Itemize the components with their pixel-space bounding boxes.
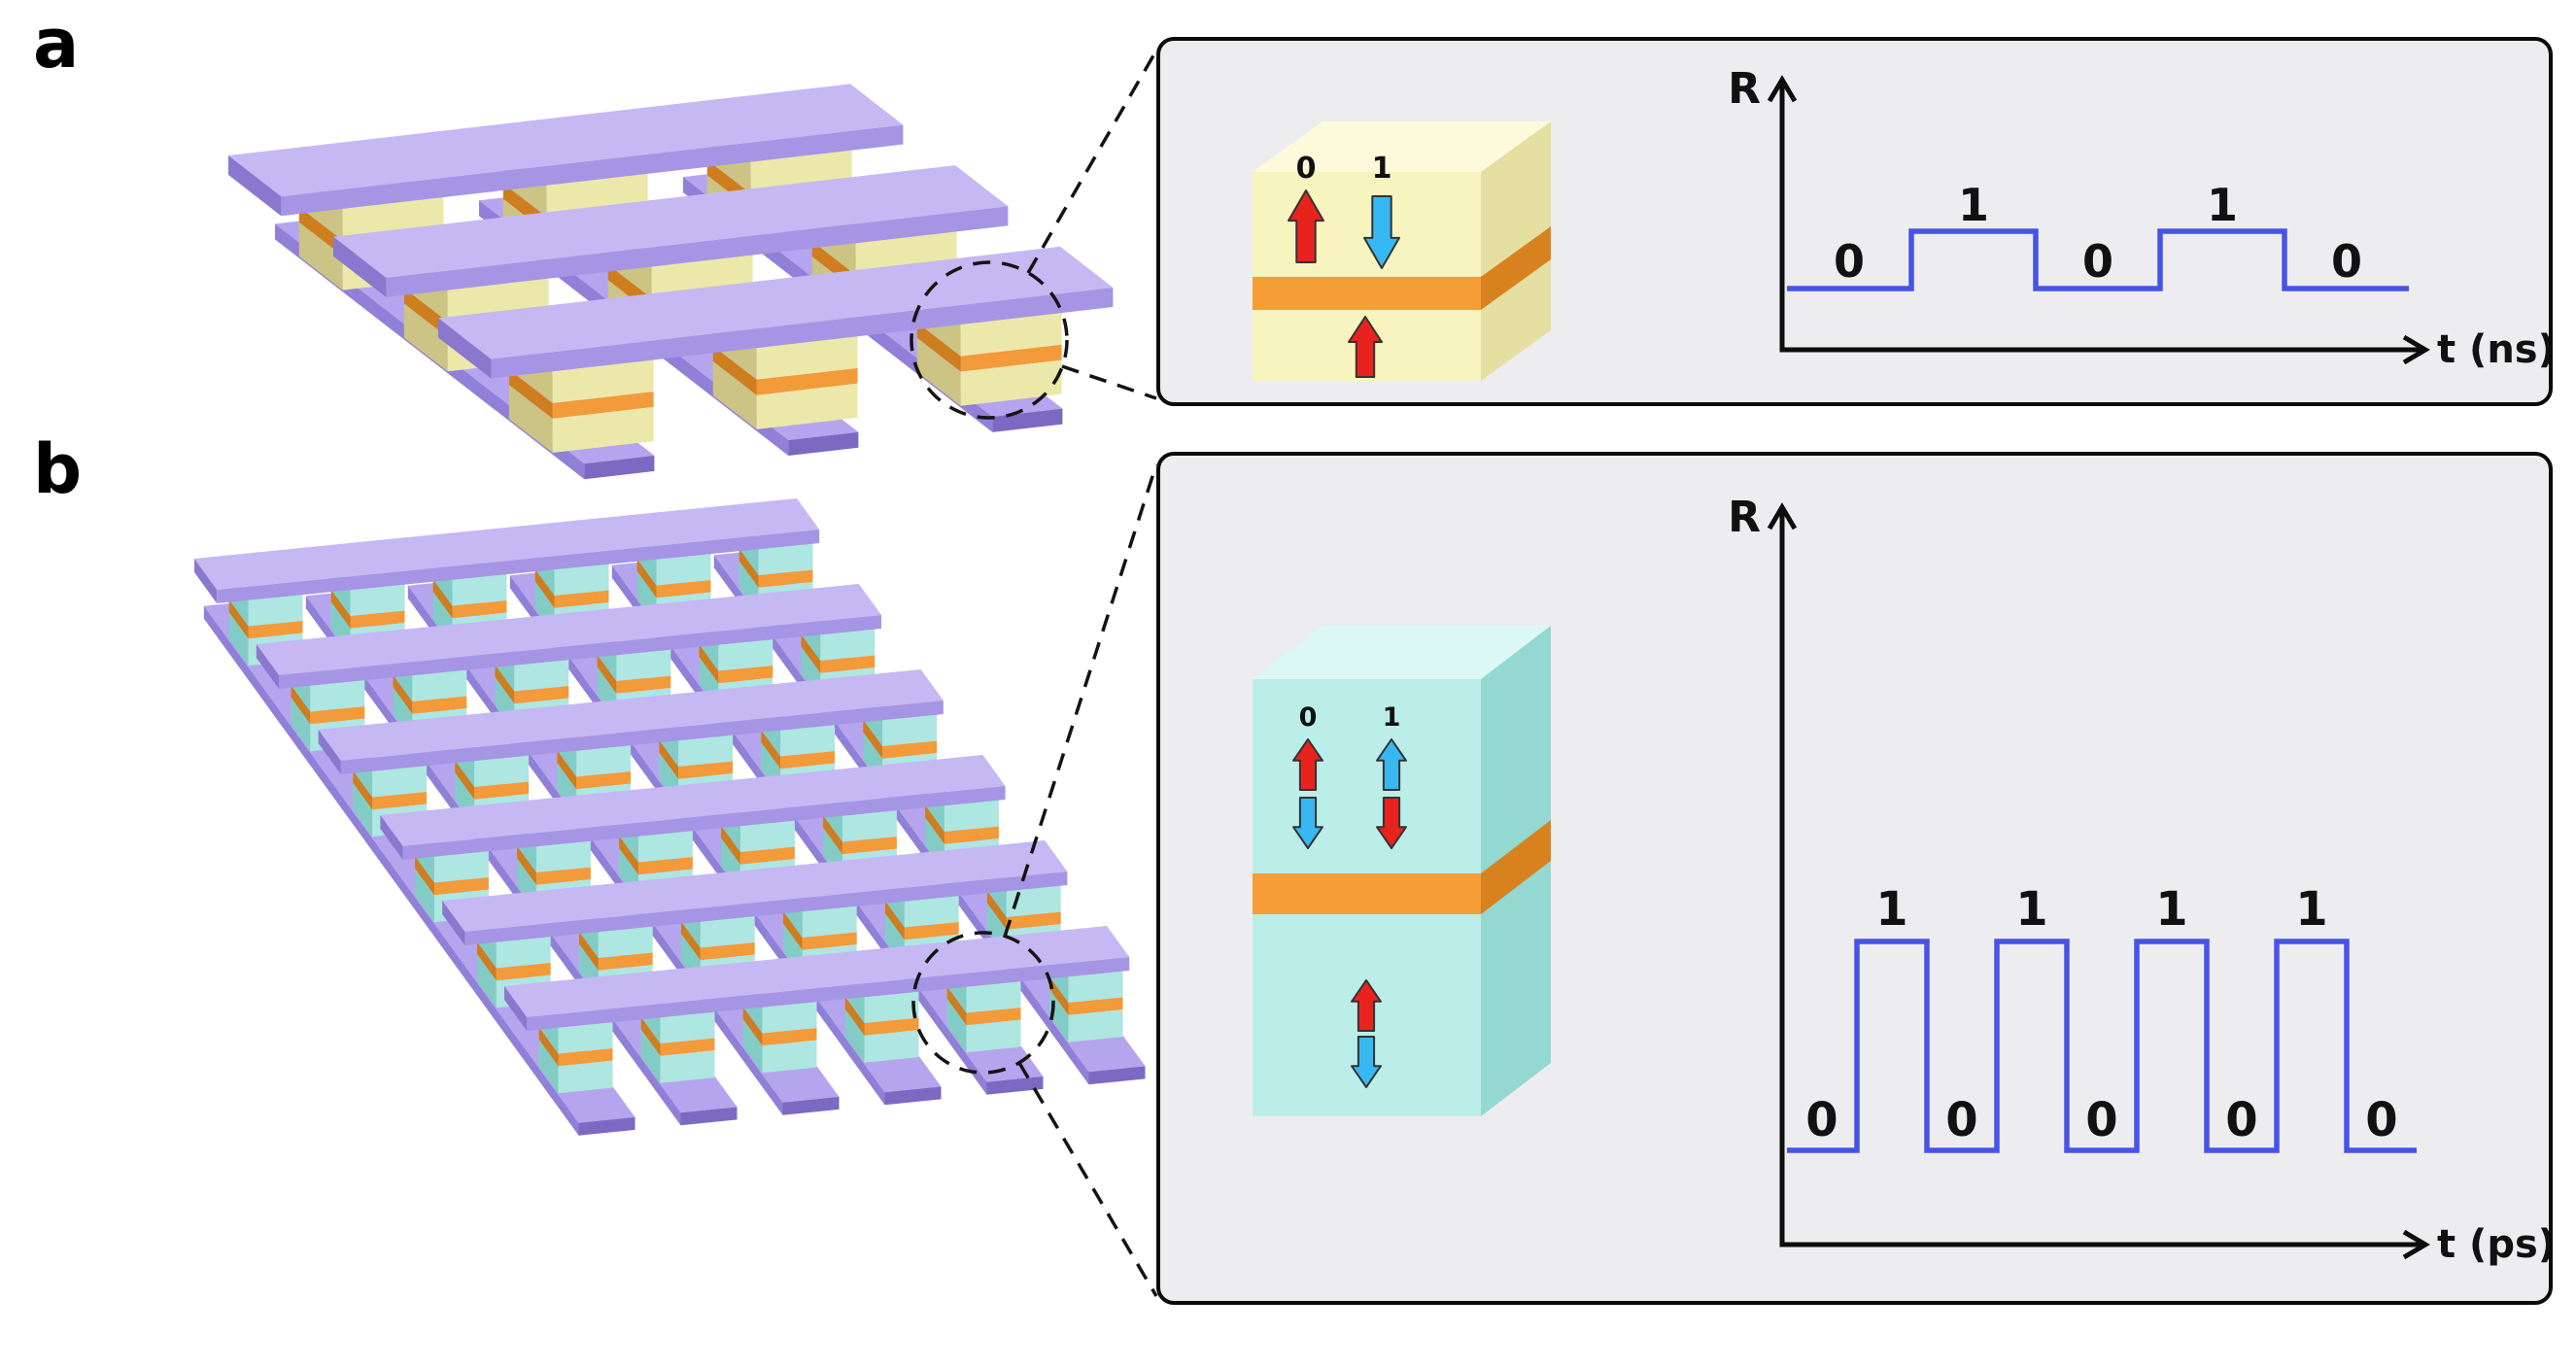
cube-b-barrier-side [1481, 820, 1551, 914]
crossbar-array-b [194, 498, 1146, 1136]
spin-up-arrow-icon [1288, 189, 1324, 263]
highlight-b [911, 463, 1158, 1297]
bit-label: 0 [1834, 235, 1865, 288]
graph-b-xaxis-arrowhead-icon [2402, 1229, 2430, 1260]
waveform-a: 0 1 0 1 0 [1787, 179, 2409, 291]
cube-b-top-face [1253, 626, 1551, 679]
square-wave [1787, 228, 2409, 291]
bit-label: 0 [1945, 1093, 1977, 1147]
memory-pillar [946, 958, 1021, 1053]
cube-a-barrier-front [1253, 277, 1481, 310]
highlight-circle-a [910, 260, 1069, 420]
crossbar-array-a [228, 84, 1114, 480]
word-line-bar [256, 584, 881, 689]
word-line-bar [333, 165, 1009, 297]
word-line-bar [504, 926, 1130, 1031]
reference-layer-spin-up-arrow-icon [1351, 979, 1382, 1032]
bit-label: 0 [2085, 1093, 2117, 1147]
leader-line-b-top [1003, 463, 1158, 938]
panel-a-label: a [33, 4, 80, 84]
bit-label: 1 [2015, 882, 2047, 937]
square-wave [1787, 939, 2417, 1153]
bit-label: 0 [2331, 235, 2362, 288]
word-line-bar [228, 84, 904, 217]
word-line-bar [442, 840, 1068, 945]
magnetization-arrows-b [1292, 738, 1407, 1088]
word-line-bar [194, 498, 820, 603]
state-0-label: 0 [1296, 152, 1317, 186]
graph-a-xaxis-arrowhead-icon [2402, 334, 2430, 365]
bit-label: 0 [2082, 235, 2113, 288]
graph-a-y-label: R [1728, 64, 1761, 114]
resistance-graph-a: R t (ns) 0 1 0 1 0 [1728, 64, 2549, 372]
bit-label: 1 [2295, 882, 2327, 937]
graph-b-x-label: t (ps) [2437, 1222, 2549, 1267]
cube-a-side-face [1481, 121, 1551, 381]
cube-a-barrier-side [1481, 226, 1551, 310]
leader-line-a-top [1026, 50, 1158, 274]
graph-a-axes [1779, 82, 2423, 353]
highlight-a [910, 50, 1158, 420]
reference-layer-spin-down-arrow-icon [1351, 1036, 1382, 1088]
cube-a-top-face [1253, 121, 1551, 172]
graph-b-y-label: R [1728, 493, 1761, 542]
bit-label: 0 [2365, 1093, 2397, 1147]
word-line-bar [318, 669, 944, 774]
leader-line-b-bottom [1017, 1062, 1158, 1297]
memory-pillar [742, 978, 817, 1074]
leader-line-a-bottom [1061, 364, 1157, 400]
resistance-graph-b: R t (ps) 0 1 0 1 0 1 0 1 0 [1728, 493, 2549, 1267]
inset-panel-a: 0 1 R t (ns) 0 1 0 1 0 [1156, 37, 2553, 406]
bit-label: 1 [1875, 882, 1907, 937]
bit-label: 1 [1958, 179, 1989, 231]
mtj-cube-b: 0 1 [1253, 626, 1551, 1116]
panel-b-label: b [33, 429, 83, 509]
bit-label: 1 [2207, 179, 2238, 231]
state-0-label: 0 [1299, 702, 1318, 733]
spin-up-arrow-icon [1292, 738, 1323, 791]
bit-label: 0 [2225, 1093, 2257, 1147]
highlight-circle-b [911, 931, 1055, 1075]
graph-b-yaxis-arrowhead-icon [1767, 502, 1798, 530]
magnetization-arrows-a [1288, 189, 1400, 378]
inset-panel-b: 0 1 R t (ps) 0 1 0 1 0 1 0 1 0 [1156, 452, 2553, 1305]
memory-pillar [844, 968, 919, 1063]
spin-down-arrow-icon [1363, 195, 1400, 269]
state-1-label: 1 [1383, 702, 1401, 733]
word-line-bar [380, 755, 1006, 860]
bit-label: 1 [2155, 882, 2187, 937]
graph-a-yaxis-arrowhead-icon [1767, 75, 1798, 103]
bit-label: 0 [1805, 1093, 1838, 1147]
state-1-label: 1 [1372, 152, 1392, 186]
waveform-b: 0 1 0 1 0 1 0 1 0 [1787, 882, 2417, 1153]
spin-down-arrow-icon [1292, 797, 1323, 849]
graph-a-x-label: t (ns) [2437, 327, 2549, 372]
graph-b-axes [1779, 509, 2423, 1247]
reference-layer-spin-up-arrow-icon [1348, 316, 1383, 378]
spin-up-arrow-icon [1376, 738, 1407, 791]
mtj-cube-a: 0 1 [1253, 121, 1551, 381]
spin-down-arrow-icon [1376, 797, 1407, 849]
word-line-bar [438, 246, 1114, 379]
cube-b-barrier-front [1253, 873, 1481, 914]
